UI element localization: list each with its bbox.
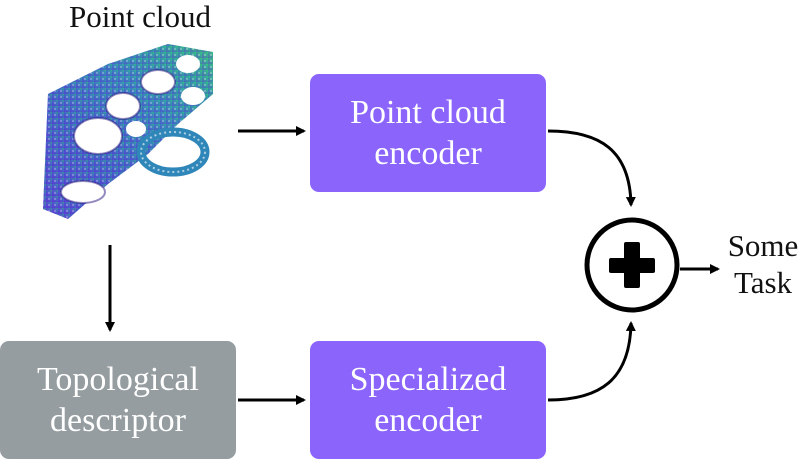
topological-descriptor-line2: descriptor [50,402,186,439]
point-cloud-label: Point cloud [68,0,212,34]
topological-descriptor-line1: Topological [37,360,199,398]
output-line2: Task [733,264,793,300]
specialized-encoder-line1: Specialized [349,360,507,398]
arrow-specialized-to-plus [547,321,636,402]
output-label: Some Task [718,228,808,301]
point-cloud-encoder-line1: Point cloud [350,93,506,131]
topological-descriptor-box: Topological descriptor [0,341,236,459]
specialized-encoder-line2: encoder [374,402,482,439]
output-line1: Some [727,228,799,263]
arrow-encoder-to-plus [547,129,636,207]
point-cloud-image [43,44,213,219]
point-cloud-encoder-line2: encoder [374,135,482,172]
specialized-encoder-box: Specialized encoder [310,341,546,459]
point-cloud-encoder-box: Point cloud encoder [310,74,546,192]
plus-icon [609,242,655,288]
